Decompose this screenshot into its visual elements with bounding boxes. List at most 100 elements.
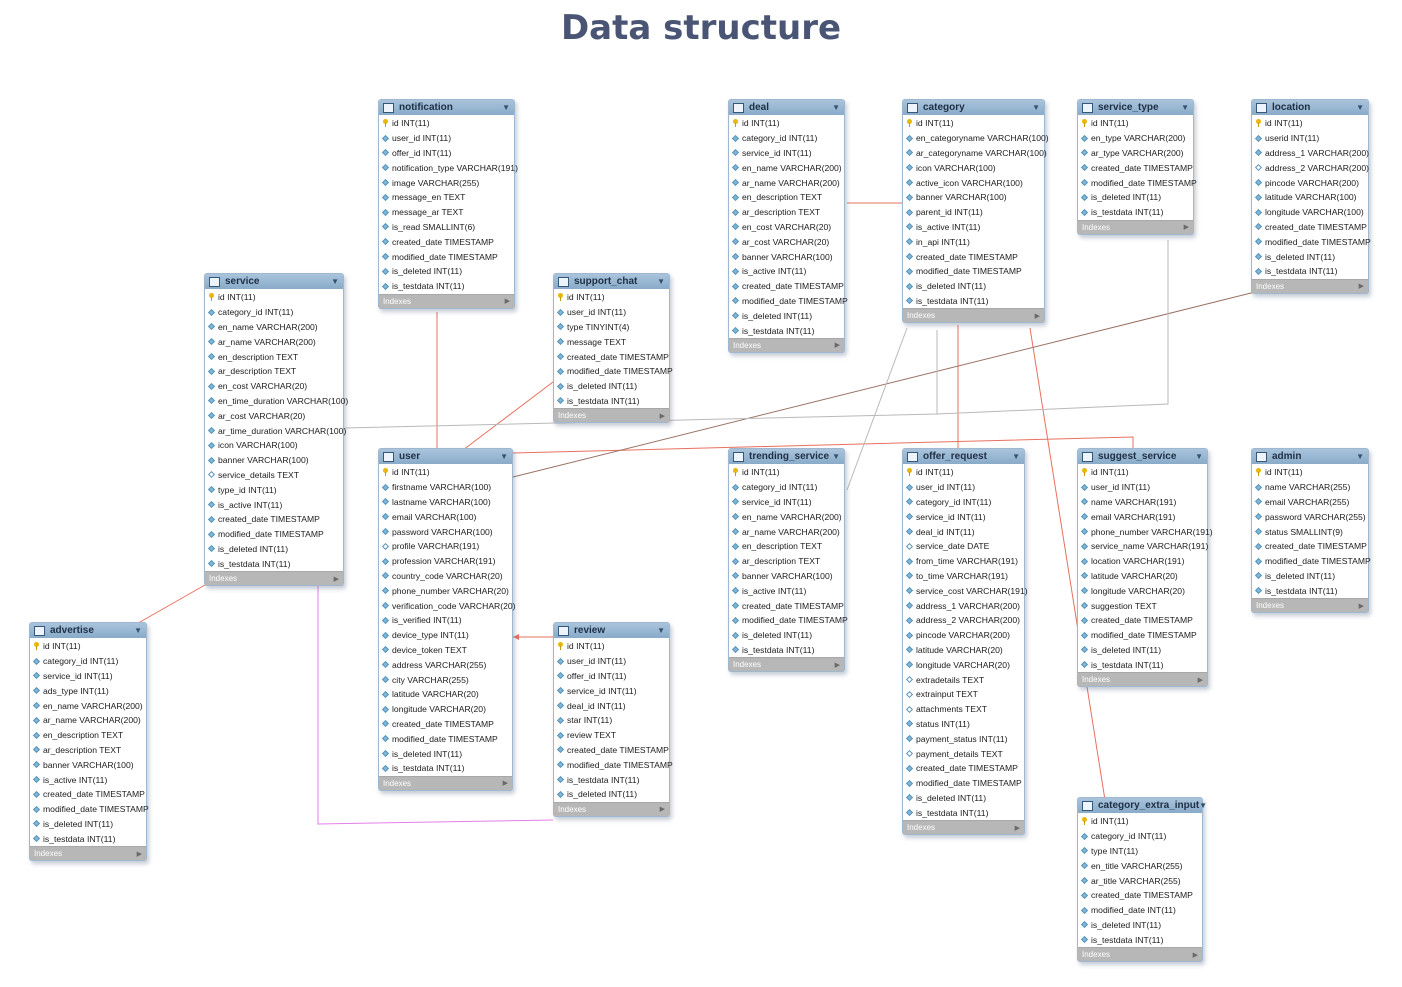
table-column[interactable]: icon VARCHAR(100)	[903, 160, 1044, 175]
table-service-type[interactable]: service_type ▼ id INT(11)en_type VARCHAR…	[1077, 99, 1197, 235]
table-review[interactable]: review ▼ id INT(11)user_id INT(11)offer_…	[553, 622, 673, 817]
expand-arrow-icon[interactable]: ▶	[834, 661, 840, 669]
table-column[interactable]: type_id INT(11)	[205, 482, 343, 497]
table-column[interactable]: deal_id INT(11)	[554, 698, 669, 713]
table-column[interactable]: modified_date TIMESTAMP	[1078, 628, 1207, 643]
indexes-footer[interactable]: Indexes ▶	[205, 571, 343, 586]
table-column[interactable]: is_deleted INT(11)	[903, 791, 1024, 806]
table-support-chat[interactable]: support_chat ▼ id INT(11)user_id INT(11)…	[553, 273, 673, 424]
expand-arrow-icon[interactable]: ▶	[502, 780, 508, 788]
table-column[interactable]: ar_type VARCHAR(200)	[1078, 146, 1193, 161]
table-column[interactable]: is_testdata INT(11)	[729, 323, 844, 338]
table-column[interactable]: status SMALLINT(9)	[1252, 524, 1368, 539]
table-column[interactable]: category_id INT(11)	[1078, 829, 1202, 844]
table-header[interactable]: deal ▼	[729, 100, 844, 115]
table-column[interactable]: is_deleted INT(11)	[729, 308, 844, 323]
table-column[interactable]: en_description TEXT	[30, 728, 146, 743]
table-header[interactable]: location ▼	[1252, 100, 1368, 115]
table-column[interactable]: notification_type VARCHAR(191)	[379, 160, 518, 175]
indexes-footer[interactable]: Indexes ▶	[554, 408, 669, 423]
table-column[interactable]: en_name VARCHAR(200)	[205, 320, 343, 335]
table-column[interactable]: offer_id INT(11)	[379, 146, 514, 161]
collapse-arrow-icon[interactable]: ▼	[1181, 103, 1189, 112]
indexes-footer[interactable]: Indexes ▶	[554, 801, 669, 816]
indexes-footer[interactable]: Indexes ▶	[30, 846, 146, 861]
collapse-arrow-icon[interactable]: ▼	[1356, 452, 1364, 461]
table-column[interactable]: modified_date TIMESTAMP	[729, 294, 848, 309]
table-column[interactable]: offer_id INT(11)	[554, 669, 669, 684]
table-category-extra-input[interactable]: category_extra_input ▼ id INT(11)categor…	[1077, 797, 1207, 963]
table-column[interactable]: ar_cost VARCHAR(20)	[205, 408, 343, 423]
table-column[interactable]: id INT(11)	[205, 290, 343, 305]
table-column[interactable]: country_code VARCHAR(20)	[379, 569, 512, 584]
table-column[interactable]: created_date TIMESTAMP	[1078, 613, 1207, 628]
table-column[interactable]: lastname VARCHAR(100)	[379, 495, 512, 510]
table-column[interactable]: ar_description TEXT	[729, 554, 844, 569]
table-column[interactable]: is_active INT(11)	[903, 220, 1044, 235]
table-column[interactable]: ar_name VARCHAR(200)	[729, 524, 844, 539]
table-column[interactable]: in_api INT(11)	[903, 234, 1044, 249]
table-column[interactable]: password VARCHAR(255)	[1252, 509, 1368, 524]
table-column[interactable]: email VARCHAR(191)	[1078, 509, 1207, 524]
table-column[interactable]: type TINYINT(4)	[554, 320, 669, 335]
table-column[interactable]: is_deleted INT(11)	[379, 746, 512, 761]
table-column[interactable]: ar_description TEXT	[205, 364, 343, 379]
table-column[interactable]: message_ar TEXT	[379, 205, 514, 220]
table-column[interactable]: latitude VARCHAR(20)	[1078, 569, 1207, 584]
collapse-arrow-icon[interactable]: ▼	[657, 277, 665, 286]
table-column[interactable]: is_testdata INT(11)	[554, 394, 669, 409]
table-suggest-service[interactable]: suggest_service ▼ id INT(11)user_id INT(…	[1077, 448, 1213, 688]
table-column[interactable]: category_id INT(11)	[903, 495, 1024, 510]
collapse-arrow-icon[interactable]: ▼	[331, 277, 339, 286]
table-column[interactable]: is_testdata INT(11)	[554, 772, 669, 787]
expand-arrow-icon[interactable]: ▶	[1197, 676, 1203, 684]
table-column[interactable]: payment_details TEXT	[903, 746, 1024, 761]
table-column[interactable]: id INT(11)	[1252, 116, 1368, 131]
table-column[interactable]: is_deleted INT(11)	[1078, 643, 1207, 658]
table-header[interactable]: user ▼	[379, 449, 512, 464]
table-column[interactable]: service_cost VARCHAR(191)	[903, 583, 1028, 598]
table-admin[interactable]: admin ▼ id INT(11)name VARCHAR(255)email…	[1251, 448, 1371, 614]
table-column[interactable]: longitude VARCHAR(20)	[379, 702, 512, 717]
collapse-arrow-icon[interactable]: ▼	[832, 452, 840, 461]
table-column[interactable]: created_date TIMESTAMP	[30, 787, 146, 802]
table-column[interactable]: is_testdata INT(11)	[1078, 657, 1207, 672]
table-column[interactable]: id INT(11)	[1078, 116, 1193, 131]
indexes-footer[interactable]: Indexes ▶	[903, 308, 1044, 323]
table-column[interactable]: is_testdata INT(11)	[1078, 205, 1193, 220]
table-column[interactable]: ar_name VARCHAR(200)	[205, 334, 343, 349]
table-column[interactable]: user_id INT(11)	[903, 480, 1024, 495]
table-column[interactable]: message TEXT	[554, 334, 669, 349]
table-column[interactable]: is_testdata INT(11)	[903, 805, 1024, 820]
table-column[interactable]: created_date TIMESTAMP	[379, 234, 514, 249]
table-column[interactable]: longitude VARCHAR(20)	[1078, 583, 1207, 598]
table-column[interactable]: is_deleted INT(11)	[205, 542, 343, 557]
collapse-arrow-icon[interactable]: ▼	[1195, 452, 1203, 461]
table-column[interactable]: longitude VARCHAR(100)	[1252, 205, 1368, 220]
table-column[interactable]: is_deleted INT(11)	[729, 628, 844, 643]
table-offer-request[interactable]: offer_request ▼ id INT(11)user_id INT(11…	[902, 448, 1028, 836]
table-column[interactable]: en_cost VARCHAR(20)	[205, 379, 343, 394]
table-column[interactable]: en_description TEXT	[729, 190, 844, 205]
table-column[interactable]: banner VARCHAR(100)	[205, 453, 343, 468]
table-column[interactable]: created_date TIMESTAMP	[1078, 888, 1202, 903]
table-user[interactable]: user ▼ id INT(11)firstname VARCHAR(100)l…	[378, 448, 516, 791]
table-column[interactable]: profile VARCHAR(191)	[379, 539, 512, 554]
table-column[interactable]: service_name VARCHAR(191)	[1078, 539, 1208, 554]
table-column[interactable]: id INT(11)	[903, 116, 1044, 131]
table-trending-service[interactable]: trending_service ▼ id INT(11)category_id…	[728, 448, 848, 673]
collapse-arrow-icon[interactable]: ▼	[1012, 452, 1020, 461]
indexes-footer[interactable]: Indexes ▶	[729, 657, 844, 672]
table-column[interactable]: user_id INT(11)	[554, 654, 669, 669]
table-column[interactable]: is_deleted INT(11)	[1252, 249, 1368, 264]
table-column[interactable]: is_active INT(11)	[729, 264, 844, 279]
expand-arrow-icon[interactable]: ▶	[1358, 283, 1364, 291]
table-column[interactable]: device_token TEXT	[379, 643, 512, 658]
table-column[interactable]: banner VARCHAR(100)	[729, 569, 844, 584]
table-column[interactable]: is_read SMALLINT(6)	[379, 220, 514, 235]
table-column[interactable]: icon VARCHAR(100)	[205, 438, 343, 453]
table-column[interactable]: id INT(11)	[1078, 814, 1202, 829]
table-column[interactable]: id INT(11)	[1252, 465, 1368, 480]
table-column[interactable]: star INT(11)	[554, 713, 669, 728]
table-column[interactable]: created_date TIMESTAMP	[1078, 160, 1193, 175]
